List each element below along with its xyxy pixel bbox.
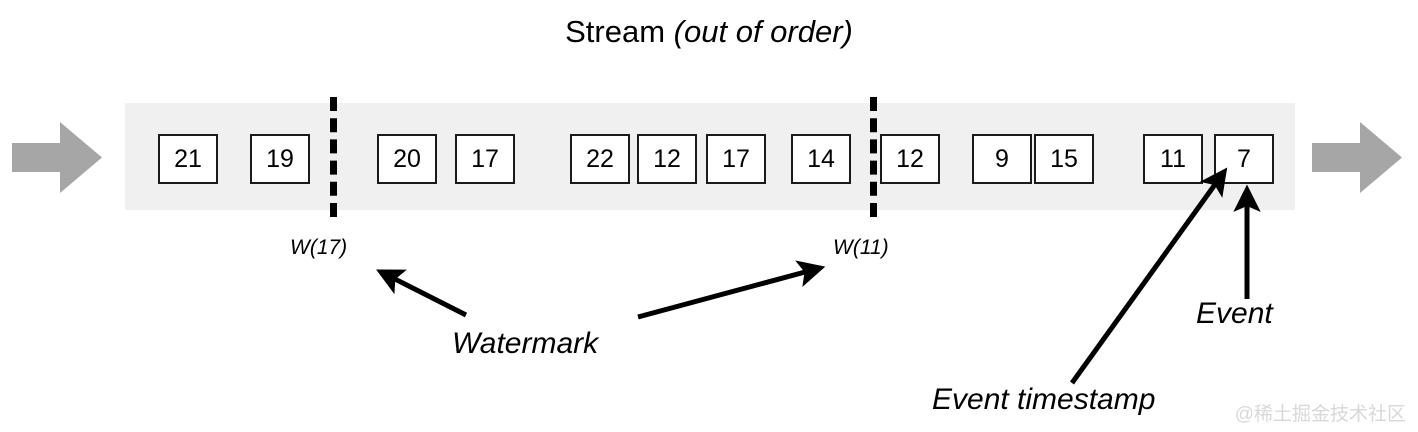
- stream-inflow-arrow-icon: [12, 122, 102, 193]
- watermark-left-pointer-arrow: [376, 269, 468, 318]
- watermark-right-pointer-arrow: [637, 260, 826, 320]
- watermark-divider-line: [330, 97, 337, 217]
- callout-watermark: Watermark: [452, 327, 599, 360]
- event-box[interactable]: 17: [706, 134, 766, 184]
- callout-event: Event: [1196, 297, 1273, 330]
- watermark-divider-line: [870, 97, 877, 217]
- event-box[interactable]: 15: [1034, 134, 1094, 184]
- event-box[interactable]: 20: [377, 134, 437, 184]
- callout-event-timestamp: Event timestamp: [932, 383, 1156, 416]
- event-box[interactable]: 12: [880, 134, 940, 184]
- event-box[interactable]: 12: [637, 134, 697, 184]
- title-main: Stream: [565, 14, 666, 49]
- event-box[interactable]: 9: [972, 134, 1032, 184]
- event-box[interactable]: 22: [570, 134, 630, 184]
- watermark-label-w17: W(17): [290, 236, 348, 259]
- event-box[interactable]: 17: [455, 134, 515, 184]
- title-qualifier: (out of order): [673, 14, 853, 49]
- event-box[interactable]: 11: [1143, 134, 1203, 184]
- event-box[interactable]: 21: [158, 134, 218, 184]
- event-box-highlighted[interactable]: 7: [1214, 134, 1274, 184]
- stream-outflow-arrow-icon: [1312, 122, 1402, 193]
- page-title: Stream (out of order): [0, 14, 1418, 50]
- event-box[interactable]: 19: [250, 134, 310, 184]
- corner-watermark: @稀土掘金技术社区: [1234, 404, 1406, 425]
- watermark-label-w11: W(11): [833, 236, 889, 259]
- event-box[interactable]: 14: [791, 134, 851, 184]
